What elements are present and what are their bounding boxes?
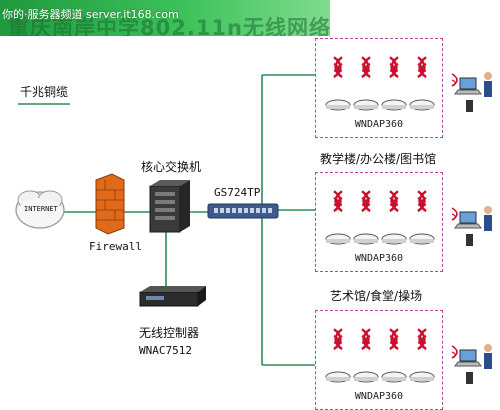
wifi-wave-icon — [333, 56, 343, 78]
access-point-base — [382, 239, 406, 243]
firewall-icon — [95, 173, 125, 235]
laptop-base — [454, 89, 482, 95]
legend-label: 千兆铜缆 — [20, 85, 69, 99]
area-label-1: 教学楼/办公楼/图书馆 — [320, 152, 437, 166]
title-banner: 重庆南岸中学802.11n无线网络拓扑 你的·服务器频道 server.it16… — [0, 0, 330, 36]
user-body — [484, 353, 492, 369]
ap-model-label: WNDAP360 — [354, 253, 404, 264]
wifi-wave-icon — [417, 56, 427, 78]
wifi-wave-icon — [361, 56, 371, 78]
client-devices-icon — [451, 344, 492, 384]
ap-group-1-graphics — [325, 56, 435, 111]
user-body — [484, 215, 492, 231]
controller-model-label: WNAC7512 — [139, 344, 192, 357]
access-point-base — [410, 239, 434, 243]
access-point-base — [326, 239, 350, 243]
access-point-base — [410, 105, 434, 109]
site-watermark: 你的·服务器频道 server.it168.com — [2, 8, 179, 21]
ap-group-box-2: WNDAP360 — [315, 172, 443, 272]
access-point-base — [354, 105, 378, 109]
access-point-base — [382, 377, 406, 381]
area-label-2: 艺术馆/食堂/操场 — [330, 289, 423, 303]
gs724tp-switch-icon — [207, 203, 279, 219]
access-point-base — [410, 377, 434, 381]
internet-cloud-icon — [15, 190, 65, 229]
phone-icon — [466, 372, 473, 384]
ap-group-2-graphics — [325, 190, 435, 245]
access-point-base — [354, 377, 378, 381]
access-point-base — [382, 105, 406, 109]
laptop-base — [454, 223, 482, 229]
switch-label: GS724TP — [214, 186, 261, 199]
diagram-title: 重庆南岸中学802.11n无线网络拓扑 — [8, 16, 330, 36]
wifi-wave-icon — [389, 328, 399, 350]
user-icon — [484, 344, 492, 352]
firewall-label: Firewall — [89, 240, 142, 253]
laptop-icon — [459, 77, 477, 90]
laptop-icon — [459, 211, 477, 224]
ap-model-label: WNDAP360 — [354, 119, 404, 130]
wifi-wave-icon — [389, 56, 399, 78]
ap-model-label: WNDAP360 — [354, 391, 404, 402]
laptop-icon — [459, 349, 477, 362]
user-icon — [484, 206, 492, 214]
phone-icon — [466, 100, 473, 112]
wifi-wave-icon — [333, 190, 343, 212]
wifi-wave-icon — [389, 190, 399, 212]
wifi-wave-icon — [417, 190, 427, 212]
user-body — [484, 81, 492, 97]
access-point-base — [326, 105, 350, 109]
internet-label: INTERNET — [24, 205, 58, 213]
wireless-controller-icon — [139, 286, 206, 307]
core-switch-label: 核心交换机 — [141, 160, 202, 174]
wifi-wave-icon — [333, 328, 343, 350]
phone-icon — [466, 234, 473, 246]
laptop-base — [454, 361, 482, 367]
access-point-base — [326, 377, 350, 381]
ap-group-box-3: WNDAP360 — [315, 310, 443, 410]
access-point-base — [354, 239, 378, 243]
wifi-wave-icon — [361, 190, 371, 212]
core-switch-icon — [149, 180, 190, 233]
wifi-wave-icon — [361, 328, 371, 350]
user-icon — [484, 72, 492, 80]
client-devices-icon — [451, 206, 492, 246]
wifi-wave-icon — [417, 328, 427, 350]
ap-group-box-1: WNDAP360 — [315, 38, 443, 138]
controller-name-label: 无线控制器 — [139, 326, 200, 340]
ap-group-3-graphics — [325, 328, 435, 383]
client-devices-icon — [451, 72, 492, 112]
